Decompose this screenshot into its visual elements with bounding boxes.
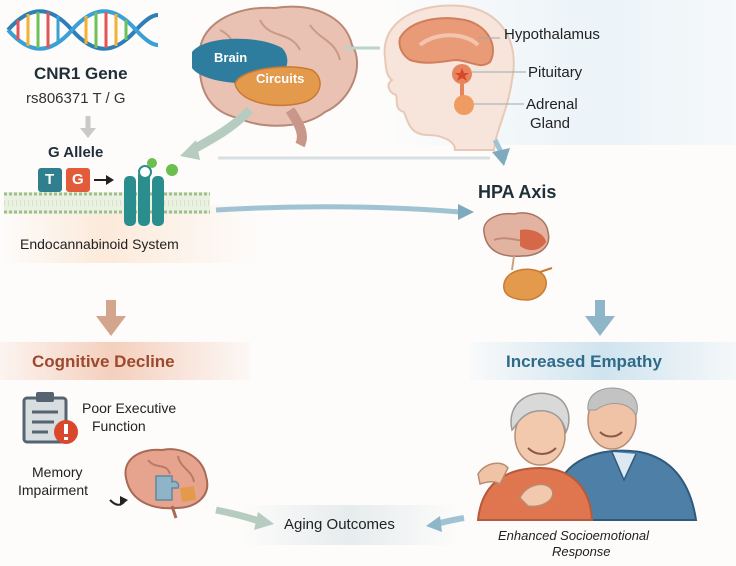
cognitive-title: Cognitive Decline bbox=[32, 352, 175, 371]
empathy-title: Increased Empathy bbox=[506, 352, 662, 371]
exec-label-line2: Function bbox=[92, 418, 146, 434]
gene-variant: rs806371 T / G bbox=[26, 90, 126, 107]
base-g-tile bbox=[66, 168, 90, 192]
brain-label: Brain bbox=[214, 50, 248, 65]
hypothalamus-label: Hypothalamus bbox=[504, 26, 600, 43]
allele-title: G Allele bbox=[48, 144, 104, 161]
puzzle-brain-icon bbox=[124, 448, 209, 519]
base-t-label: T bbox=[45, 171, 55, 188]
response-label-line1: Enhanced Socioemotional bbox=[498, 528, 650, 543]
hpa-brain-icon bbox=[483, 212, 550, 271]
head-profile-illustration bbox=[383, 4, 515, 151]
adrenal-label-line2: Gland bbox=[530, 115, 571, 132]
dna-helix-icon bbox=[6, 9, 159, 51]
hpa-title: HPA Axis bbox=[478, 182, 557, 202]
empathy-band bbox=[470, 342, 736, 380]
adrenal-label-line1: Adrenal bbox=[526, 96, 578, 113]
base-g-label: G bbox=[72, 171, 84, 188]
cb1-receptor-icon bbox=[124, 158, 178, 226]
response-label-line2: Response bbox=[552, 544, 611, 559]
outcomes-label: Aging Outcomes bbox=[284, 516, 395, 533]
cognitive-band bbox=[0, 342, 250, 380]
to-hpa-arrow bbox=[492, 148, 510, 166]
adrenal-gland-icon bbox=[503, 267, 553, 301]
circuits-label: Circuits bbox=[256, 71, 305, 86]
clipboard-warning-icon bbox=[22, 392, 78, 444]
base-t-tile bbox=[38, 168, 62, 192]
gene-title: CNR1 Gene bbox=[34, 64, 128, 83]
pituitary-label: Pituitary bbox=[528, 64, 583, 81]
brain-to-receptor-arrow bbox=[189, 106, 254, 154]
memory-label-line1: Memory bbox=[32, 464, 83, 480]
cognitive-to-outcomes-arrow bbox=[215, 506, 264, 526]
cell-membrane-icon bbox=[4, 192, 210, 214]
brain-illustration bbox=[192, 5, 359, 148]
system-to-hpa-arrow bbox=[215, 204, 461, 215]
system-label: Endocannabinoid System bbox=[20, 236, 179, 252]
outcomes-band bbox=[240, 505, 460, 545]
elderly-couple-illustration bbox=[476, 387, 698, 521]
exec-label-line1: Poor Executive bbox=[82, 400, 177, 416]
memory-label-line2: Impairment bbox=[18, 482, 89, 498]
